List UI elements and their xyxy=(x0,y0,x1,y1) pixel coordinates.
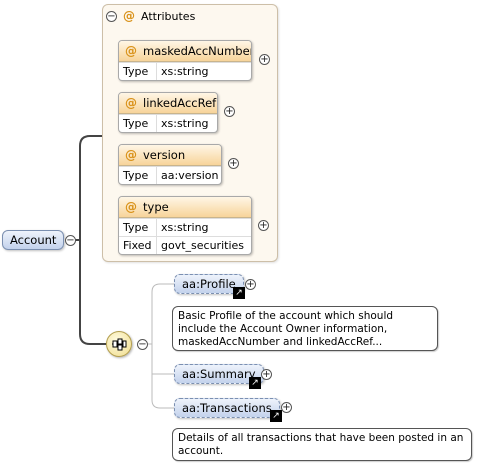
element-aa-transactions[interactable]: aa:Transactions xyxy=(174,398,280,418)
profile-documentation: Basic Profile of the account which shoul… xyxy=(172,306,438,351)
element-name: aa:Summary xyxy=(182,367,256,381)
expand-version-toggle[interactable]: + xyxy=(228,158,239,169)
collapse-account-toggle[interactable]: − xyxy=(65,235,76,246)
attribute-icon: @ xyxy=(125,200,137,214)
attribute-maskedaccnumber[interactable]: @ maskedAccNumber Type xs:string xyxy=(118,40,252,81)
expand-type-toggle[interactable]: + xyxy=(258,220,269,231)
property-value: xs:string xyxy=(161,65,209,78)
property-key: Type xyxy=(119,63,157,80)
element-account[interactable]: Account xyxy=(2,230,65,250)
expand-transactions-toggle[interactable]: + xyxy=(281,402,292,413)
property-key: Type xyxy=(119,167,157,184)
element-aa-profile[interactable]: aa:Profile xyxy=(174,274,244,294)
expand-summary-toggle[interactable]: + xyxy=(261,369,272,380)
attribute-name: version xyxy=(143,148,186,162)
attribute-property-row: Type aa:version xyxy=(119,166,221,184)
element-name: aa:Transactions xyxy=(182,401,272,415)
element-name: aa:Profile xyxy=(182,277,236,291)
element-aa-summary[interactable]: aa:Summary xyxy=(174,364,264,384)
property-value: govt_securities xyxy=(161,239,244,252)
property-key: Type xyxy=(119,115,157,132)
collapse-sequence-toggle[interactable]: − xyxy=(137,339,148,350)
property-value: aa:version xyxy=(161,169,219,182)
sequence-icon xyxy=(112,338,127,351)
reference-arrow-icon: ↗ xyxy=(233,287,245,299)
expand-linkedaccref-toggle[interactable]: + xyxy=(224,106,235,117)
attribute-version[interactable]: @ version Type aa:version xyxy=(118,144,222,185)
attribute-name: type xyxy=(143,200,169,214)
attribute-icon: @ xyxy=(125,148,137,162)
collapse-attributes-toggle[interactable]: − xyxy=(106,10,117,22)
transactions-documentation: Details of all transactions that have be… xyxy=(172,428,472,461)
element-name: Account xyxy=(10,233,57,247)
documentation-text: Details of all transactions that have be… xyxy=(178,432,464,457)
property-value: xs:string xyxy=(161,221,209,234)
expand-maskedaccnumber-toggle[interactable]: + xyxy=(259,54,270,65)
attribute-icon: @ xyxy=(123,9,135,23)
attribute-property-row: Type xs:string xyxy=(119,218,251,236)
attribute-property-row: Type xs:string xyxy=(119,62,251,80)
attribute-icon: @ xyxy=(125,44,137,58)
attribute-property-row: Type xs:string xyxy=(119,114,217,132)
expand-profile-toggle[interactable]: + xyxy=(245,279,256,290)
reference-arrow-icon: ↗ xyxy=(249,377,261,389)
attributes-label: Attributes xyxy=(141,9,196,23)
property-value: xs:string xyxy=(161,117,209,130)
attribute-name: linkedAccRef xyxy=(143,96,217,110)
attribute-type[interactable]: @ type Type xs:string Fixed govt_securit… xyxy=(118,196,252,255)
attribute-icon: @ xyxy=(125,96,137,110)
attribute-group-header: − @ Attributes xyxy=(106,8,195,24)
attribute-linkedaccref[interactable]: @ linkedAccRef Type xs:string xyxy=(118,92,218,133)
attribute-property-row: Fixed govt_securities xyxy=(119,236,251,254)
reference-arrow-icon: ↗ xyxy=(270,410,282,422)
attribute-name: maskedAccNumber xyxy=(143,44,252,58)
property-key: Fixed xyxy=(119,237,157,254)
documentation-text: Basic Profile of the account which shoul… xyxy=(178,310,394,348)
sequence-compositor[interactable] xyxy=(106,331,132,357)
property-key: Type xyxy=(119,219,157,236)
